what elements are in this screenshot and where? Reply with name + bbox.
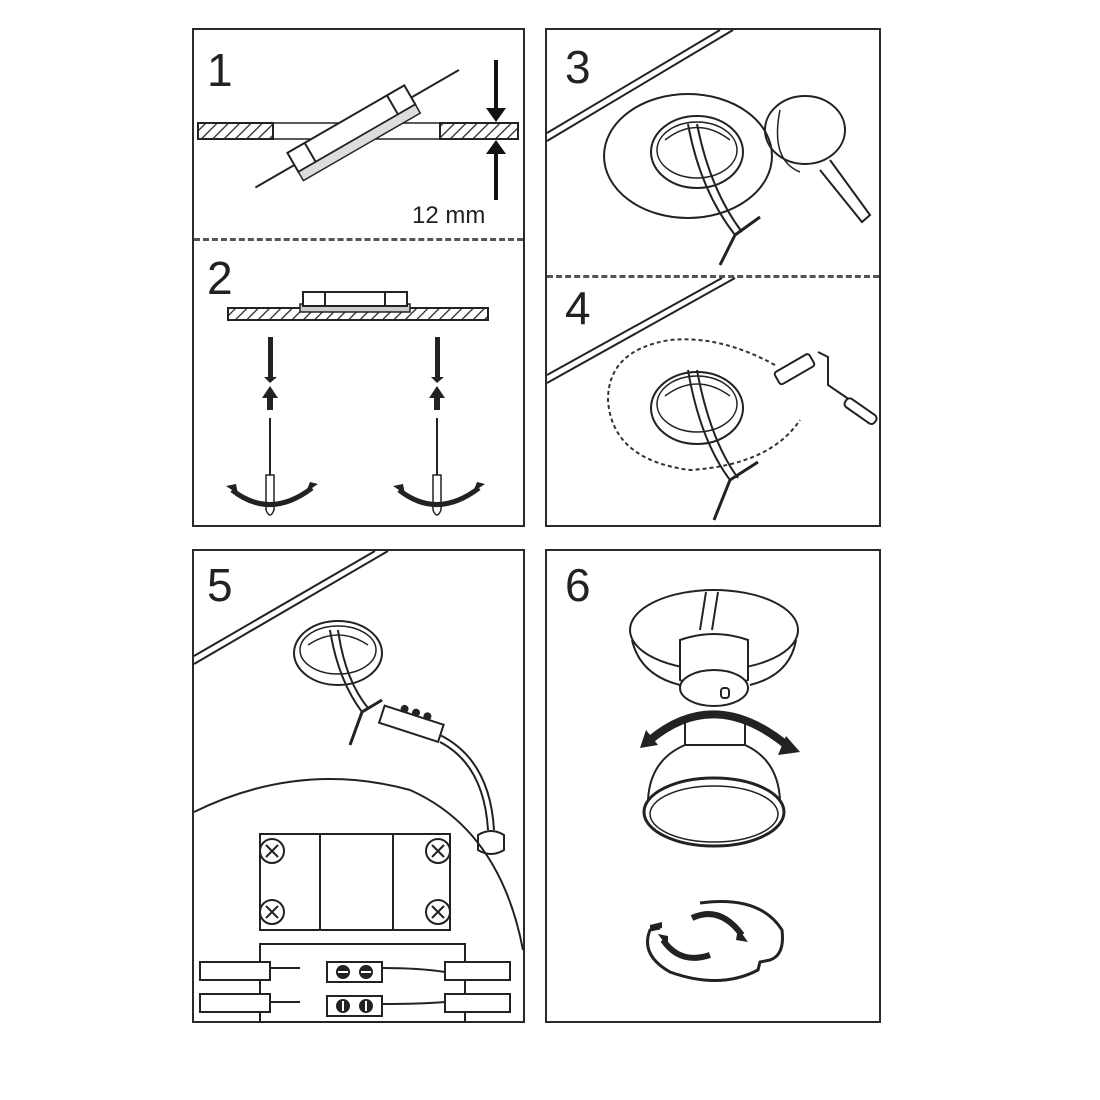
divider-steps-1-2 xyxy=(194,238,523,241)
thickness-dimension-label: 12 mm xyxy=(412,202,486,229)
step-2-number: 2 xyxy=(207,252,233,304)
step-5-number: 5 xyxy=(207,559,233,611)
step-4-number: 4 xyxy=(565,282,591,334)
step-6-number: 6 xyxy=(565,559,591,611)
step-3-number: 3 xyxy=(565,41,591,93)
divider-steps-3-4 xyxy=(547,275,879,278)
step-1-number: 1 xyxy=(207,44,233,96)
